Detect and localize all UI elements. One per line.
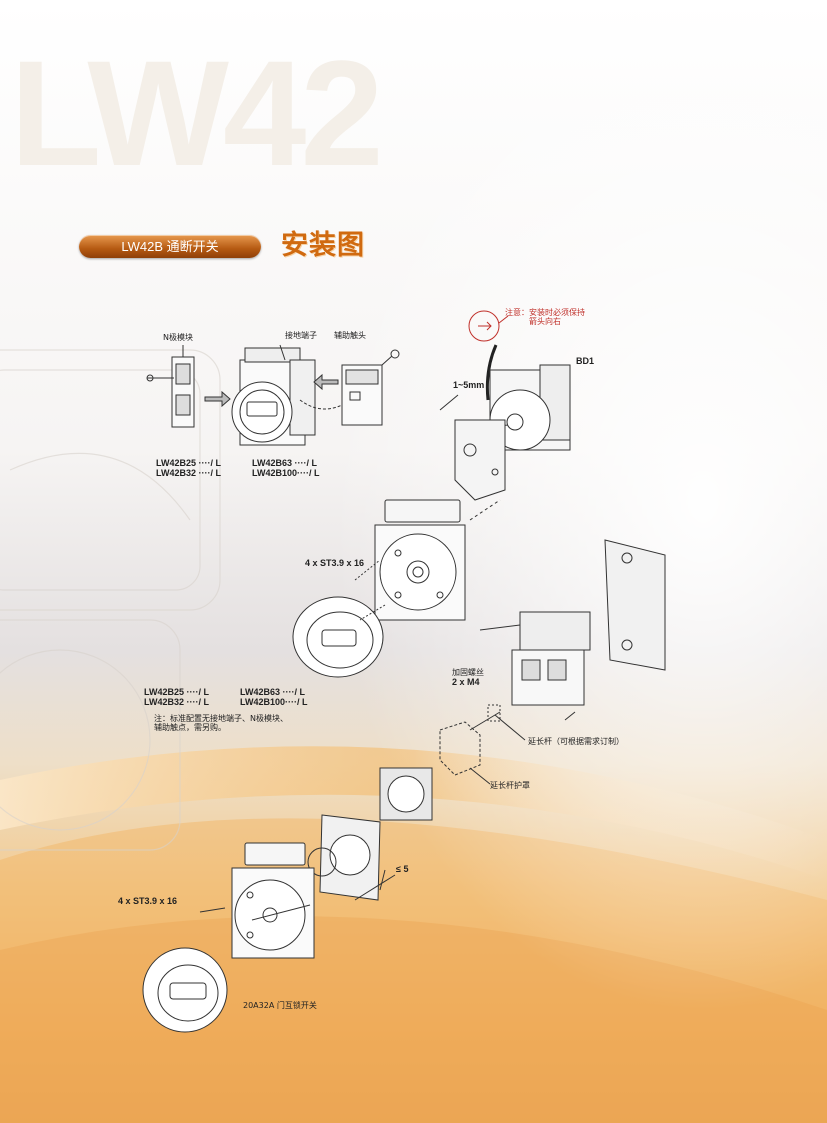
middle-switch-drawing [292,499,501,678]
arrow-right-icon [204,390,231,408]
door-panel-drawing [479,539,666,721]
section-pill: LW42B 通断开关 [79,235,261,258]
model-item: LW42B25 ····/ L [156,458,222,468]
model-item: LW42B63 ····/ L [240,687,306,697]
direction-note: 注意：安装时必须保持 箭头向右 [505,308,585,327]
aux-contact-drawing [299,349,400,426]
extension-rod-drawing [439,704,526,785]
switch-body-drawing [231,344,316,446]
model-item: LW42B32 ····/ L [144,697,210,708]
flange-drawing [379,767,433,821]
model-list-top-left: LW42B25 ····/ L LW42B32 ····/ L [156,458,221,479]
n-module-label: N极模块 [163,333,193,342]
model-item: LW42B100····/ L [240,697,308,708]
aux-contact-label: 辅助触头 [334,331,366,340]
rod-cover-label: 延长杆护罩 [490,781,530,790]
model-item: LW42B63 ····/ L [252,458,318,468]
arrow-left-icon [313,373,339,391]
model-item: LW42B100····/ L [252,468,320,479]
rear-switch-drawing [439,310,571,501]
max-thickness-label: ≤ 5 [396,864,409,874]
door-interlock-caption: 20A32A 门互锁开关 [243,1001,317,1010]
screw-spec-middle: 4 x ST3.9 x 16 [305,558,365,568]
model-item: LW42B32 ····/ L [156,468,222,479]
model-list-mid-left: LW42B25 ····/ L LW42B32 ····/ L [144,687,209,708]
extension-rod-label: 延长杆（可根据需求订制） [528,737,624,746]
model-list-mid-right: LW42B63 ····/ L LW42B100····/ L [240,687,308,708]
model-list-top-right: LW42B63 ····/ L LW42B100····/ L [252,458,320,479]
ground-terminal-label: 接地端子 [285,331,317,340]
n-module-drawing [146,345,195,428]
page-title: 安装图 [281,230,365,261]
standard-config-note: 注：标准配置无接地端子、N极模块、 辅助触点，需另购。 [154,714,288,733]
reinforce-screw-label: 加固螺丝 2 x M4 [452,668,484,688]
gap-label: 1~5mm [453,380,485,390]
screw-spec-bottom: 4 x ST3.9 x 16 [118,896,178,906]
model-item: LW42B25 ····/ L [144,687,210,697]
bd1-label: BD1 [576,356,595,366]
watermark-title: LW42 [10,29,384,197]
bottom-switch-drawing [142,814,396,1033]
